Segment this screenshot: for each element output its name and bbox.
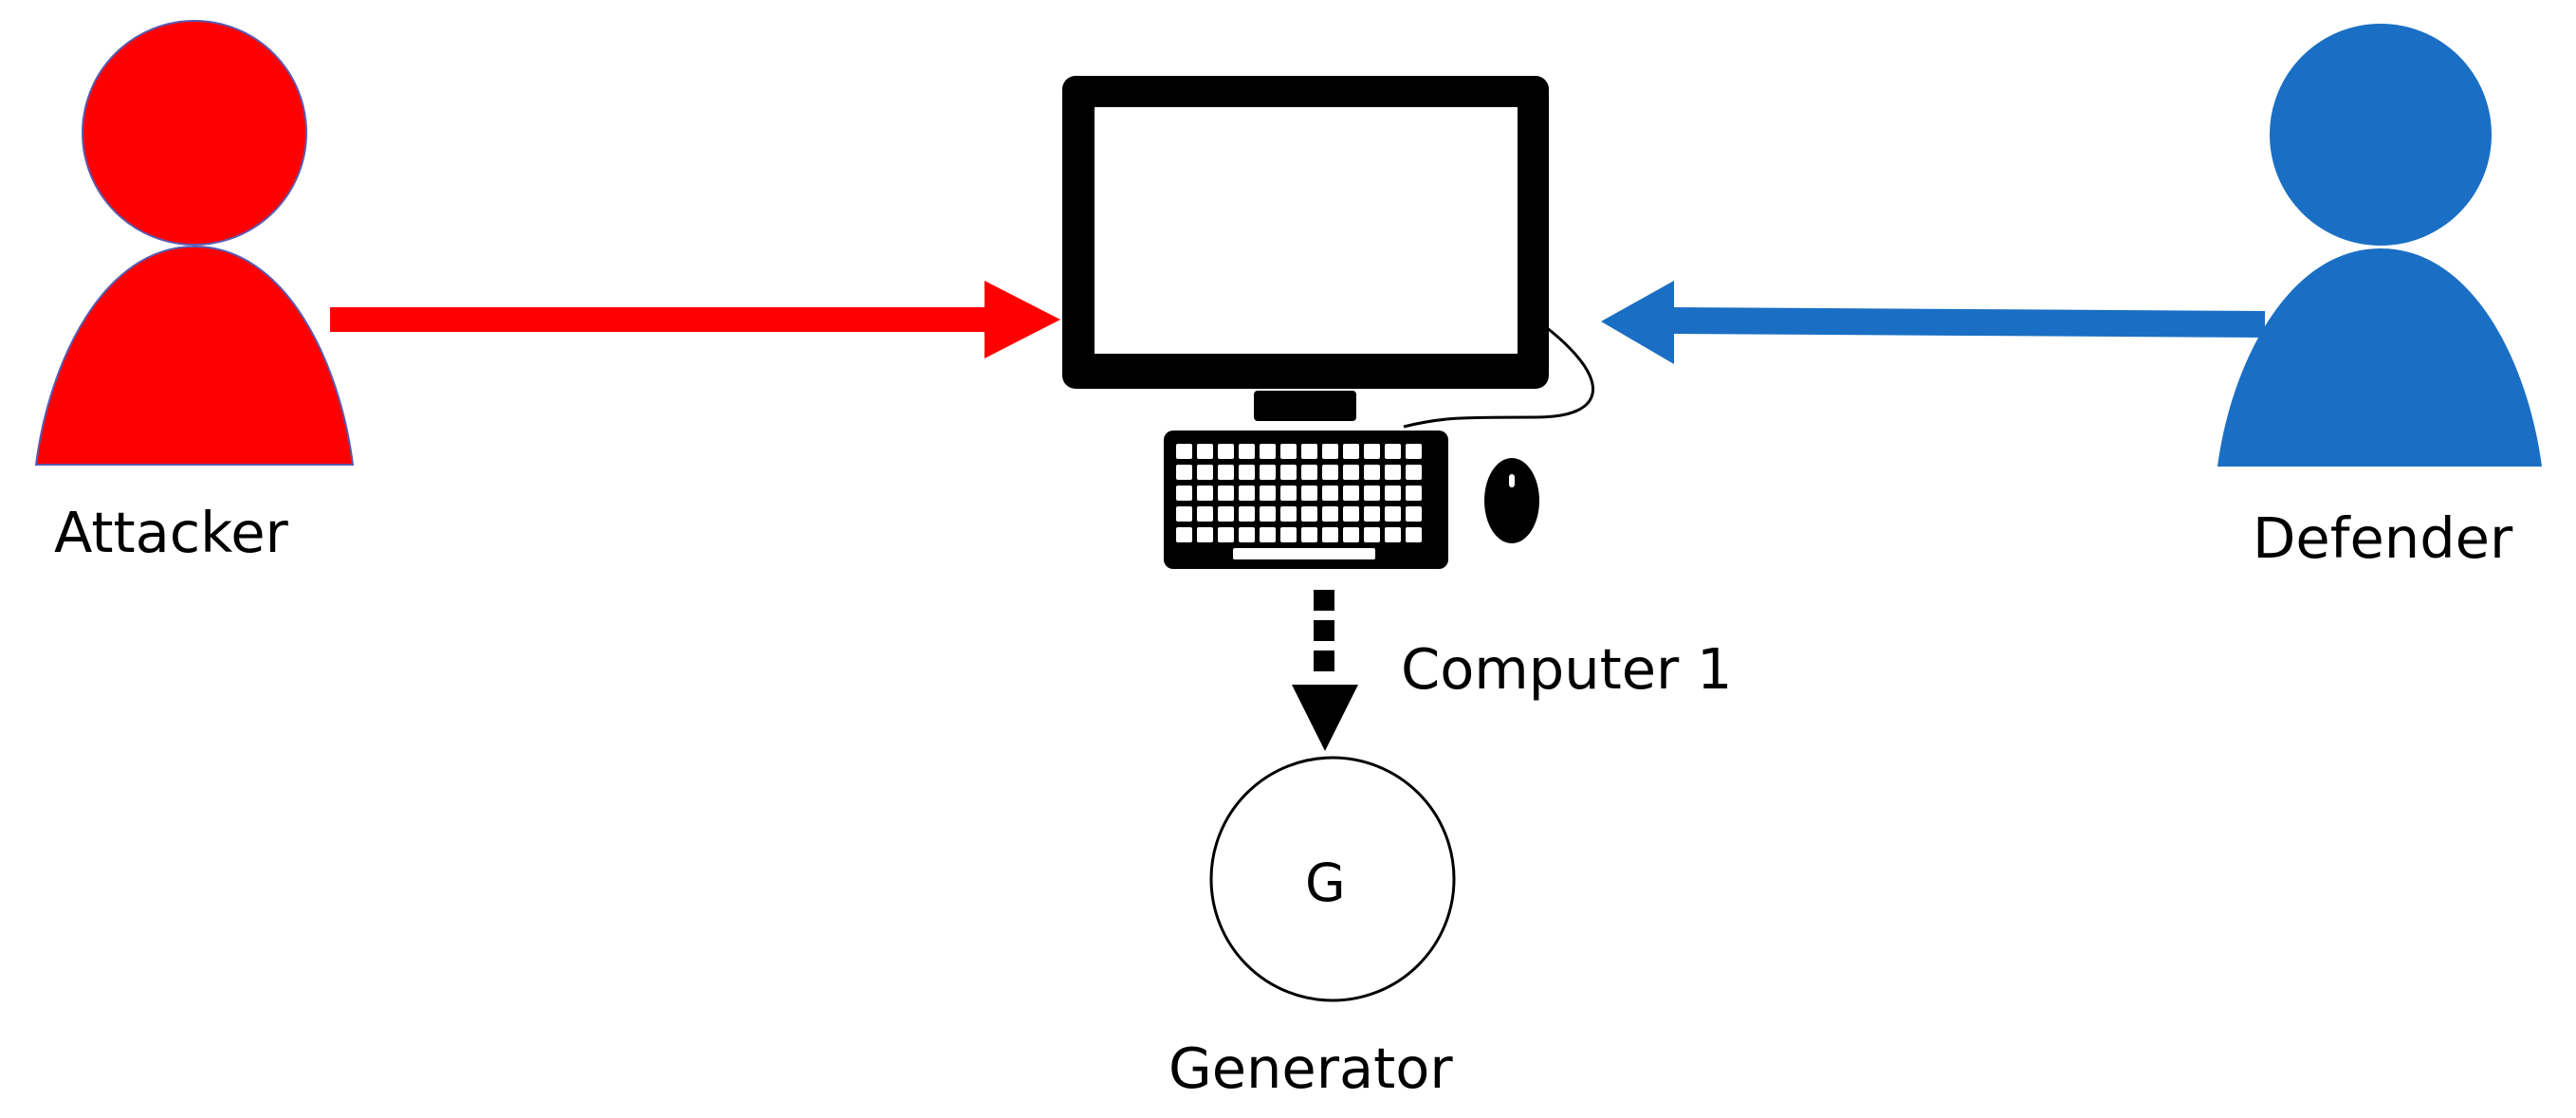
keyboard-key (1280, 465, 1297, 480)
keyboard-key (1197, 527, 1213, 542)
keyboard-key (1343, 527, 1359, 542)
keyboard-key (1301, 486, 1317, 501)
dash-segment (1314, 590, 1334, 611)
keyboard-key (1218, 486, 1234, 501)
keyboard-key (1197, 444, 1213, 459)
keyboard-key (1218, 444, 1234, 459)
keyboard-key (1343, 506, 1359, 522)
keyboard-key (1218, 527, 1234, 542)
generator-arrow-head (1292, 685, 1358, 751)
keyboard-key (1218, 506, 1234, 522)
keyboard-key (1176, 486, 1192, 501)
keyboard-key (1239, 465, 1255, 480)
keyboard-key (1406, 444, 1422, 459)
keyboard-key (1239, 506, 1255, 522)
keyboard-key (1218, 465, 1234, 480)
keyboard-key (1197, 506, 1213, 522)
keyboard-keys (1176, 444, 1422, 559)
keyboard-key (1322, 444, 1338, 459)
attacker-label: Attacker (54, 500, 288, 565)
keyboard-key (1239, 486, 1255, 501)
keyboard-key (1322, 527, 1338, 542)
keyboard-key (1385, 444, 1401, 459)
generator-circle (1209, 756, 1456, 1002)
keyboard-key (1280, 506, 1297, 522)
attacker-figure (34, 20, 355, 466)
keyboard-key (1343, 465, 1359, 480)
mouse-cable (1403, 325, 1594, 429)
dash-segment (1314, 620, 1334, 641)
mouse (1484, 458, 1539, 543)
defender-arrow-head (1601, 281, 1674, 364)
keyboard-key (1322, 465, 1338, 480)
keyboard-key (1343, 444, 1359, 459)
keyboard-key (1176, 444, 1192, 459)
keyboard-spacebar (1233, 548, 1375, 559)
defender-label: Defender (2253, 505, 2513, 571)
monitor-screen (1095, 107, 1518, 354)
keyboard-key (1385, 465, 1401, 480)
keyboard-key (1260, 486, 1276, 501)
keyboard-key (1385, 527, 1401, 542)
defender-arrow-shaft (1669, 307, 2265, 338)
keyboard-key (1406, 527, 1422, 542)
keyboard-key (1260, 527, 1276, 542)
keyboard-key (1260, 444, 1276, 459)
keyboard-key (1385, 486, 1401, 501)
attacker-arrow-shaft (330, 307, 994, 332)
keyboard-key (1364, 444, 1380, 459)
keyboard-key (1343, 486, 1359, 501)
keyboard-key (1364, 527, 1380, 542)
dash-segment (1314, 651, 1334, 671)
keyboard-key (1176, 506, 1192, 522)
generator-symbol: G (1305, 852, 1346, 913)
keyboard-key (1364, 486, 1380, 501)
keyboard-key (1406, 486, 1422, 501)
keyboard-key (1385, 506, 1401, 522)
keyboard-key (1301, 527, 1317, 542)
computer-icon (1062, 76, 1594, 569)
keyboard-key (1406, 465, 1422, 480)
keyboard-key (1301, 465, 1317, 480)
computer-to-generator-arrow (1292, 590, 1358, 751)
keyboard-key (1364, 465, 1380, 480)
attacker-to-computer-arrow (330, 281, 1060, 358)
keyboard-key (1364, 506, 1380, 522)
defender-to-computer-arrow (1601, 281, 2265, 364)
keyboard-key (1176, 527, 1192, 542)
keyboard-key (1322, 486, 1338, 501)
keyboard-key (1260, 506, 1276, 522)
keyboard-key (1176, 465, 1192, 480)
keyboard-key (1406, 506, 1422, 522)
keyboard-key (1301, 506, 1317, 522)
keyboard-key (1280, 486, 1297, 501)
computer-label: Computer 1 (1401, 636, 1733, 702)
attacker-head-shape (82, 20, 307, 246)
keyboard-key (1260, 465, 1276, 480)
defender-body-shape (2217, 248, 2542, 467)
keyboard-key (1301, 444, 1317, 459)
mouse-wheel (1509, 474, 1515, 487)
keyboard-key (1197, 465, 1213, 480)
keyboard-key (1322, 506, 1338, 522)
keyboard-key (1280, 527, 1297, 542)
keyboard-key (1239, 527, 1255, 542)
keyboard-key (1280, 444, 1297, 459)
attacker-arrow-head (984, 281, 1060, 358)
defender-head-shape (2270, 24, 2492, 246)
attacker-body-shape (34, 245, 355, 466)
keyboard-key (1239, 444, 1255, 459)
keyboard-key (1197, 486, 1213, 501)
monitor-stand (1254, 391, 1356, 421)
generator-label: Generator (1168, 1036, 1453, 1101)
defender-figure (2217, 24, 2542, 467)
